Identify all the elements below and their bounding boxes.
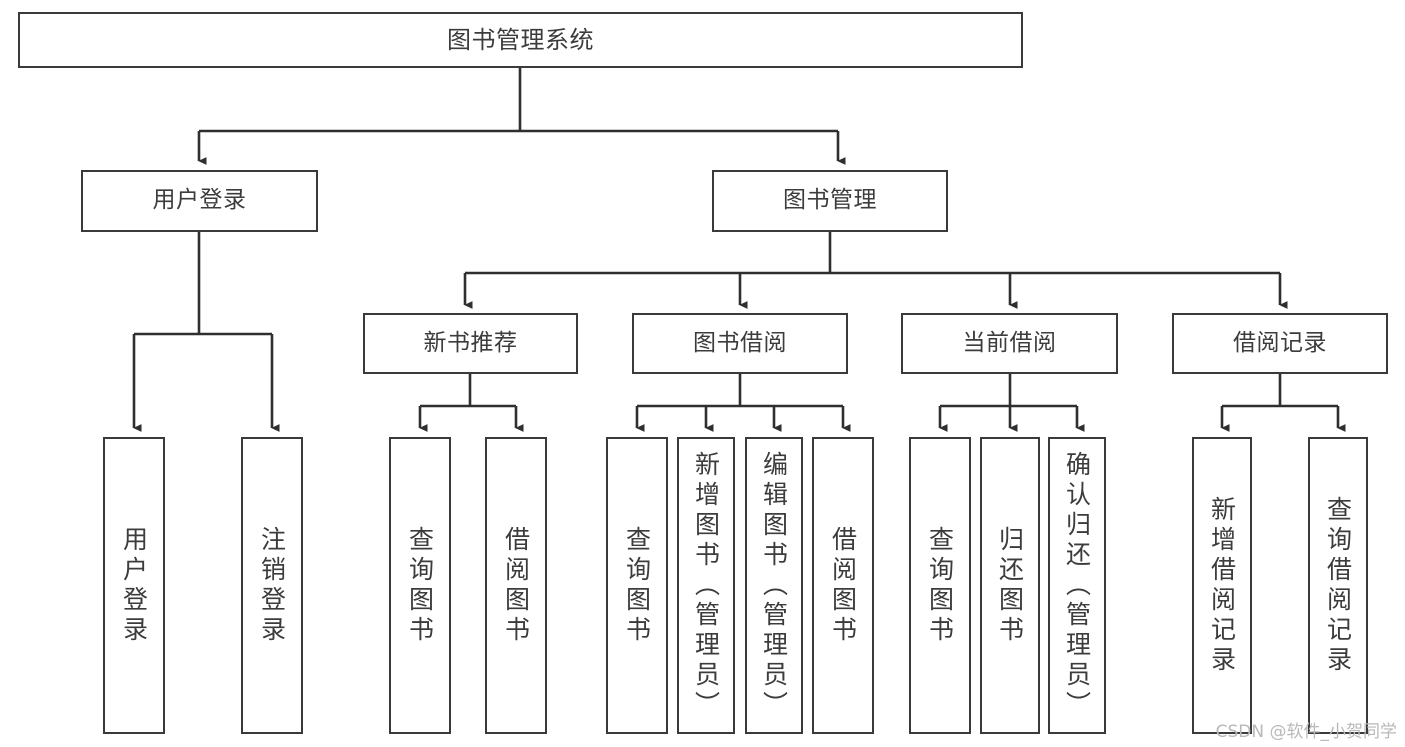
leaf-add-book-admin[interactable]: 新增图书（管理员）	[677, 437, 735, 734]
node-label: 借阅图书	[828, 525, 858, 646]
node-new-book-recommend[interactable]: 新书推荐	[363, 313, 578, 374]
node-label: 图书管理系统	[447, 25, 594, 54]
node-book-management[interactable]: 图书管理	[712, 170, 948, 232]
node-label: 图书管理	[783, 187, 877, 214]
node-label: 新增图书（管理员）	[691, 450, 721, 721]
node-label: 确认归还（管理员）	[1062, 450, 1092, 721]
node-current-borrow[interactable]: 当前借阅	[901, 313, 1118, 374]
node-label: 查询图书	[925, 525, 955, 646]
node-root-system[interactable]: 图书管理系统	[18, 12, 1023, 68]
leaf-query-borrow-record[interactable]: 查询借阅记录	[1308, 437, 1368, 734]
node-label: 新书推荐	[423, 329, 518, 356]
node-label: 图书借阅	[693, 329, 787, 356]
node-label: 注销登录	[257, 525, 287, 646]
node-label: 新增借阅记录	[1207, 495, 1237, 676]
node-borrow-record[interactable]: 借阅记录	[1172, 313, 1388, 374]
leaf-confirm-return-admin[interactable]: 确认归还（管理员）	[1048, 437, 1106, 734]
node-label: 借阅图书	[501, 525, 531, 646]
leaf-user-login[interactable]: 用户登录	[103, 437, 165, 734]
leaf-logout[interactable]: 注销登录	[241, 437, 303, 734]
node-label: 用户登录	[152, 187, 247, 214]
leaf-query-book-recommend[interactable]: 查询图书	[389, 437, 451, 734]
leaf-borrow-book[interactable]: 借阅图书	[812, 437, 874, 734]
leaf-query-book-borrow[interactable]: 查询图书	[606, 437, 668, 734]
node-book-borrow[interactable]: 图书借阅	[632, 313, 848, 374]
csdn-watermark: CSDN @软件_小贺同学	[1215, 722, 1397, 742]
node-label: 编辑图书（管理员）	[759, 450, 789, 721]
node-label: 查询图书	[622, 525, 652, 646]
node-label: 当前借阅	[962, 329, 1057, 356]
node-label: 归还图书	[995, 525, 1025, 646]
node-user-login[interactable]: 用户登录	[81, 170, 318, 232]
leaf-borrow-book-recommend[interactable]: 借阅图书	[485, 437, 547, 734]
leaf-query-book-current[interactable]: 查询图书	[909, 437, 971, 734]
node-label: 借阅记录	[1233, 329, 1327, 356]
leaf-add-borrow-record[interactable]: 新增借阅记录	[1192, 437, 1252, 734]
leaf-edit-book-admin[interactable]: 编辑图书（管理员）	[745, 437, 803, 734]
node-label: 用户登录	[119, 525, 149, 646]
node-label: 查询借阅记录	[1323, 495, 1353, 676]
node-label: 查询图书	[405, 525, 435, 646]
leaf-return-book[interactable]: 归还图书	[980, 437, 1040, 734]
